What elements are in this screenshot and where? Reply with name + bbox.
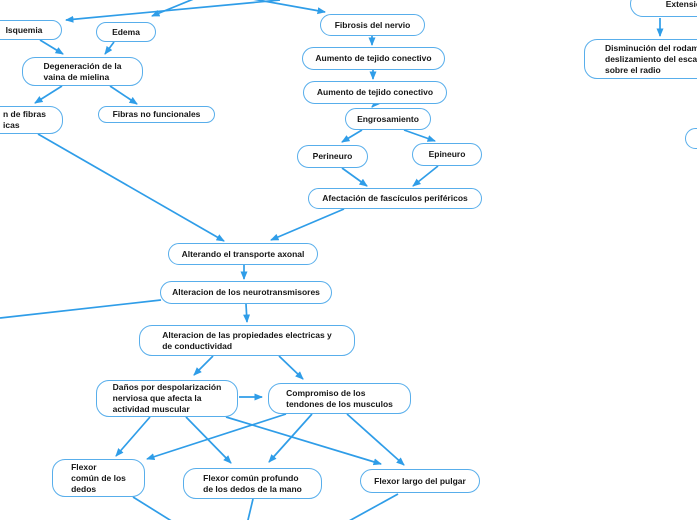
connector-line xyxy=(109,85,138,105)
node-label: Alteracion de los neurotransmisores xyxy=(172,287,320,297)
connector-line xyxy=(278,355,304,380)
connector-line xyxy=(34,85,63,104)
node-extension[interactable]: Extensión xyxy=(630,0,697,17)
connector-line xyxy=(115,416,151,457)
node-flexor-comun-dedos[interactable]: Flexor común de los dedos xyxy=(52,459,145,497)
node-label: Fibrosis del nervio xyxy=(334,19,411,30)
node-label: Alteracion de las propiedades electricas… xyxy=(162,329,332,351)
connector-line xyxy=(146,413,287,461)
connector-line xyxy=(270,208,345,241)
node-fibras-no-funcionales[interactable]: Fibras no funcionales xyxy=(98,106,215,123)
node-alteracion-propiedades-electricas[interactable]: Alteracion de las propiedades electricas… xyxy=(139,325,355,356)
node-label: Edema xyxy=(112,26,140,37)
node-label: Disminución del rodami deslizamiento del… xyxy=(605,42,697,75)
node-label: Aumento de tejido conectivo xyxy=(316,87,434,97)
node-label: Alterando el transporte axonal xyxy=(181,248,305,259)
connector-line xyxy=(253,0,326,15)
connector-line xyxy=(412,165,439,187)
node-flexor-comun-profundo[interactable]: Flexor común profundo de los dedos de la… xyxy=(183,468,322,499)
connector-line xyxy=(37,133,225,242)
node-label: Flexor largo del pulgar xyxy=(374,475,466,486)
node-alterando-transporte-axonal[interactable]: Alterando el transporte axonal xyxy=(168,243,318,265)
node-epineuro[interactable]: Epineuro xyxy=(412,143,482,166)
node-flexor-largo-pulgar[interactable]: Flexor largo del pulgar xyxy=(360,469,480,493)
node-fibrosis-del-nervio[interactable]: Fibrosis del nervio xyxy=(320,14,425,36)
node-label: n de fibras icas xyxy=(3,109,46,130)
node-aumento-tejido-conectivo-1[interactable]: Aumento de tejido conectivo xyxy=(302,47,445,70)
node-label: Epineuro xyxy=(428,149,466,159)
node-label: Afectación de fascículos periféricos xyxy=(322,193,468,203)
node-label: Engrosamiento xyxy=(357,113,419,124)
connector-line xyxy=(341,167,368,187)
connector-line xyxy=(185,416,232,464)
connector-line xyxy=(225,416,382,466)
node-afectacion-fasciculos-perifericos[interactable]: Afectación de fascículos periféricos xyxy=(308,188,482,209)
node-label: Isquemia xyxy=(5,24,43,35)
node-label: Compromiso de los tendones de los muscul… xyxy=(286,387,393,409)
node-alteracion-neurotransmisores[interactable]: Alteracion de los neurotransmisores xyxy=(160,281,332,304)
node-edema[interactable]: Edema xyxy=(96,22,156,42)
node-disminucion-rodamiento[interactable]: Disminución del rodami deslizamiento del… xyxy=(584,39,697,79)
node-label: Daños por despolarización nerviosa que a… xyxy=(112,382,222,414)
node-engrosamiento[interactable]: Engrosamiento xyxy=(345,108,431,130)
connector-line xyxy=(193,355,214,376)
connector-line xyxy=(151,0,194,17)
node-label: Degeneración de la vaina de mielina xyxy=(43,60,122,82)
connector-line xyxy=(65,0,281,23)
node-aumento-tejido-conectivo-2[interactable]: Aumento de tejido conectivo xyxy=(303,81,447,104)
connector-line xyxy=(346,413,405,466)
node-label: Perineuro xyxy=(312,151,353,161)
node-label: Fibras no funcionales xyxy=(112,109,201,119)
connector-line xyxy=(403,129,436,142)
node-label: Extensión xyxy=(665,0,697,9)
node-label: Flexor común de los dedos xyxy=(71,461,126,494)
node-label: Flexor común profundo de los dedos de la… xyxy=(203,472,302,494)
connector-line xyxy=(104,41,115,55)
connector-line xyxy=(0,299,162,319)
node-perineuro[interactable]: Perineuro xyxy=(297,145,368,168)
connector-line xyxy=(247,498,254,520)
connector-line xyxy=(341,129,363,143)
connector-line xyxy=(268,413,313,463)
node-isquemia[interactable]: Isquemia xyxy=(0,20,62,40)
connector-line xyxy=(243,303,251,323)
node-danos-despolarizacion[interactable]: Daños por despolarización nerviosa que a… xyxy=(96,380,238,417)
node-fibras-clipped-left[interactable]: n de fibras icas xyxy=(0,106,63,134)
node-compromiso-tendones[interactable]: Compromiso de los tendones de los muscul… xyxy=(268,383,411,414)
node-label: Aumento de tejido conectivo xyxy=(315,53,432,63)
connector-line xyxy=(132,496,172,520)
connector-line xyxy=(349,493,399,520)
node-degeneracion-vaina-mielina[interactable]: Degeneración de la vaina de mielina xyxy=(22,57,143,86)
connector-line xyxy=(39,39,64,55)
